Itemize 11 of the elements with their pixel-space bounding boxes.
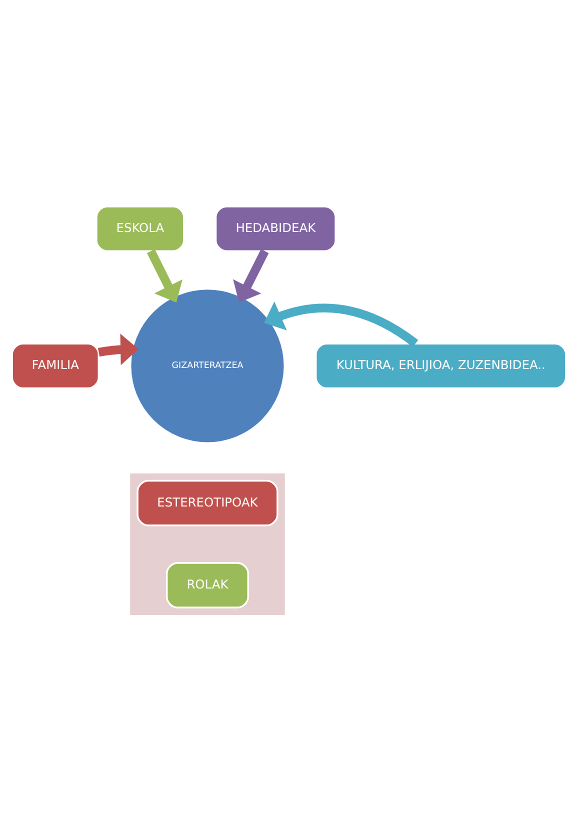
node-box: ROLAK — [166, 562, 249, 608]
cluster — [130, 473, 285, 615]
node-box: FAMILIA — [11, 342, 100, 390]
node-box: KULTURA, ERLIJIOA, ZUZENBIDEA.. — [315, 342, 567, 390]
node-box: HEDABIDEAK — [214, 206, 336, 252]
arrow — [146, 249, 182, 302]
node-box: ESKOLA — [96, 206, 185, 252]
arrow — [233, 249, 269, 302]
arrow — [98, 334, 139, 366]
node-box: ESTEREOTIPOAK — [136, 480, 278, 526]
arrow — [264, 301, 418, 348]
